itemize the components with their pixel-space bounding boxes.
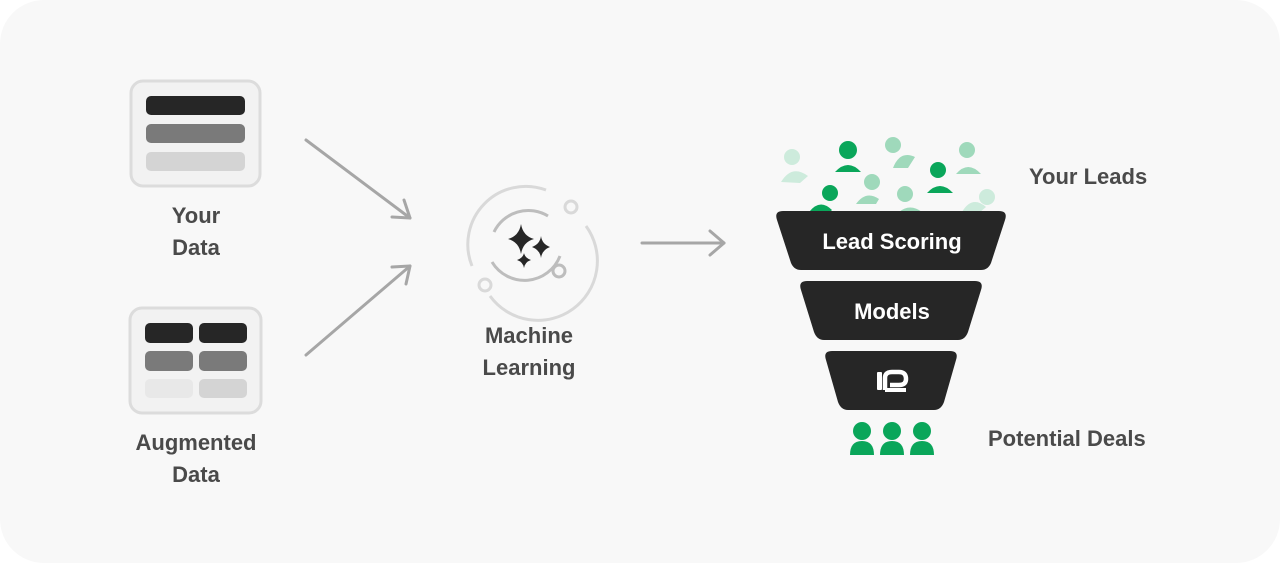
funnel-stage2-label: Models <box>854 299 930 324</box>
deals-group <box>850 422 934 455</box>
person-icon <box>856 174 880 204</box>
arrow-your-data-to-ml <box>304 138 412 220</box>
your-data-label-line1: Your <box>171 203 221 228</box>
augmented-data-label-line1: Augmented <box>135 430 257 455</box>
person-icon <box>809 185 838 212</box>
leads-cloud <box>781 137 995 212</box>
brand-logo-icon <box>877 369 909 392</box>
person-icon <box>835 141 861 172</box>
your-data-label: Your Data <box>136 200 256 264</box>
arrow-ml-to-funnel <box>640 229 726 257</box>
sparkle-orbit-icon <box>466 184 599 322</box>
person-icon <box>885 137 915 168</box>
augmented-data-label-line2: Data <box>172 462 220 487</box>
funnel-stage-brand <box>825 351 957 410</box>
machine-learning-label: Machine Learning <box>459 320 599 384</box>
machine-learning-label-line2: Learning <box>482 355 576 380</box>
person-icon <box>850 422 874 455</box>
funnel-stage1-label: Lead Scoring <box>822 229 961 254</box>
your-leads-label: Your Leads <box>1029 164 1148 189</box>
machine-learning-label-line1: Machine <box>484 323 574 348</box>
person-icon <box>962 189 995 212</box>
person-icon <box>910 422 934 455</box>
list-rows-icon <box>129 79 262 188</box>
person-icon <box>956 142 981 174</box>
person-icon <box>781 149 808 183</box>
person-icon <box>897 186 922 212</box>
your-data-label-line2: Data <box>172 235 220 260</box>
person-icon <box>880 422 904 455</box>
person-icon <box>927 162 953 193</box>
potential-deals-label: Potential Deals <box>988 426 1146 451</box>
funnel-stage-lead-scoring: Lead Scoring <box>776 211 1006 270</box>
table-grid-icon <box>128 306 263 415</box>
augmented-data-label: Augmented Data <box>116 427 276 491</box>
arrow-augmented-data-to-ml <box>304 264 412 357</box>
funnel-stage-models: Models <box>800 281 982 340</box>
